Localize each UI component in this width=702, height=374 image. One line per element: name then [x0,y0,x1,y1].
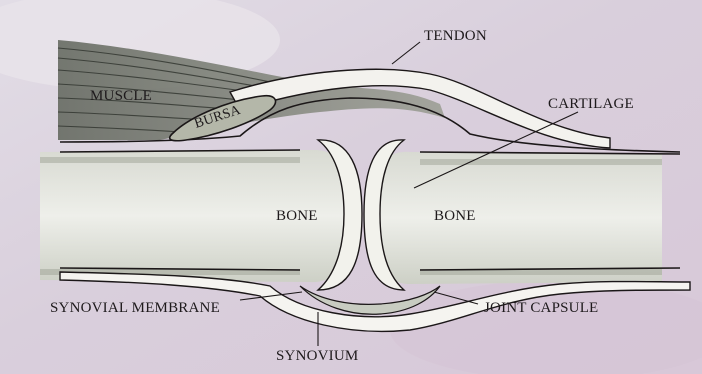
bone-left-label: BONE [276,208,318,224]
cartilage-label: CARTILAGE [548,96,634,112]
synovial-membrane-label: SYNOVIAL MEMBRANE [50,300,220,316]
muscle-label: MUSCLE [90,88,152,104]
bone-right [372,152,662,284]
bone-right-label: BONE [434,208,476,224]
joint-capsule-label: JOINT CAPSULE [484,300,598,316]
synovium-label: SYNOVIUM [276,348,358,364]
tendon-label: TENDON [424,28,487,44]
